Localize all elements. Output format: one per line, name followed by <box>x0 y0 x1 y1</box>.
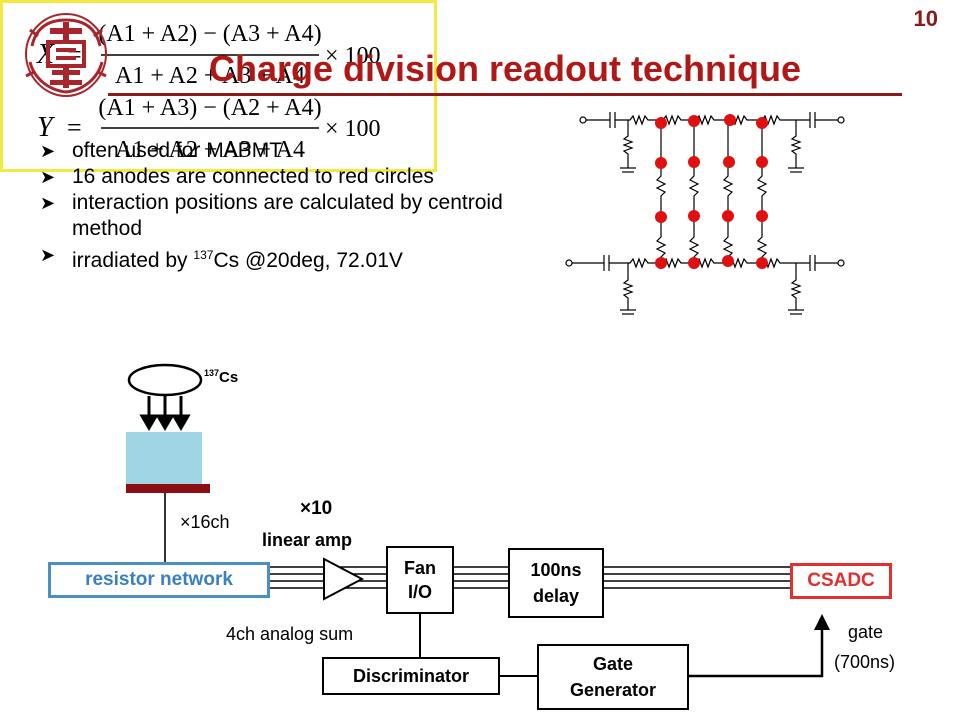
analog-sum-label: 4ch analog sum <box>226 624 354 644</box>
fan-io-label: I/O <box>407 582 432 602</box>
formula-x-denominator: A1 + A2 + A3 + A4 <box>115 63 305 89</box>
formula-x-equals: = <box>67 40 82 69</box>
formula-y-equals: = <box>67 113 82 142</box>
source-label: 137Cs <box>204 368 238 386</box>
formula-y-factor: × 100 <box>325 116 381 142</box>
anode-dot <box>655 257 667 269</box>
bullet-item: ➤ irradiated by 137Cs @20deg, 72.01V <box>40 242 560 274</box>
bullet-text: irradiated by <box>72 249 194 272</box>
formula-canvas: X = (A1 + A2) − (A3 + A4) A1 + A2 + A3 +… <box>36 21 381 163</box>
page-number: 10 <box>913 6 938 31</box>
bullet-item: ➤ often used for MAPMT <box>40 138 560 164</box>
fan-io-label: Fan <box>403 558 436 578</box>
anode-dot <box>688 257 700 269</box>
linear-amp-label: linear amp <box>262 530 353 550</box>
bullet-item: ➤ interaction positions are calculated b… <box>40 190 560 242</box>
slide-title: Charge division readout technique <box>208 48 802 89</box>
amplifier-triangle <box>323 557 365 601</box>
anode-dot <box>722 210 734 222</box>
gate-generator-label: Generator <box>569 680 657 700</box>
bullet-text: often used for MAPMT <box>72 139 283 162</box>
delay-box: 100ns delay <box>508 548 604 618</box>
isotope-name: Cs <box>219 369 239 386</box>
university-crest-logo <box>24 12 108 98</box>
gate-generator-box: Gate Generator <box>537 644 689 710</box>
isotope-mass-number: 137 <box>204 368 220 378</box>
bullet-arrow-icon: ➤ <box>40 245 56 265</box>
resistor-network-box: resistor network <box>48 562 270 598</box>
anode-dot <box>655 157 667 169</box>
anode-dot <box>688 156 700 168</box>
scintillator-crystal <box>126 432 202 486</box>
anode-dots <box>655 114 768 269</box>
formula-y-denominator: A1 + A2 + A3 + A4 <box>115 137 305 163</box>
bullet-arrow-icon: ➤ <box>40 193 56 213</box>
gate-generator-label: Gate <box>592 654 634 674</box>
anode-dot <box>756 257 768 269</box>
channel-count-label: ×16ch <box>180 512 230 532</box>
anode-dot <box>756 156 768 168</box>
isotope-mass-number: 137 <box>193 248 214 262</box>
bullet-arrow-icon: ➤ <box>40 167 56 187</box>
anode-dot <box>756 117 768 129</box>
fan-io-box: Fan I/O <box>386 546 454 614</box>
title-underline <box>108 93 902 96</box>
source-ellipse <box>127 363 203 397</box>
gain-label: ×10 <box>300 498 333 519</box>
radiation-arrows <box>139 396 191 431</box>
photomultiplier-base <box>126 484 210 493</box>
anode-dot <box>722 255 734 267</box>
gate-arrow-head <box>814 614 830 630</box>
formula-x-lhs: X <box>36 39 55 70</box>
anode-dot <box>688 210 700 222</box>
bullet-arrow-icon: ➤ <box>40 141 56 161</box>
anode-dot <box>724 114 736 126</box>
anode-dot <box>655 117 667 129</box>
formula-y-numerator: (A1 + A3) − (A2 + A4) <box>98 95 321 121</box>
delay-label: 100ns <box>530 560 582 580</box>
formula-x-numerator: (A1 + A2) − (A3 + A4) <box>98 21 321 47</box>
anode-dot <box>655 211 667 223</box>
bullet-text: 16 anodes are connected to red circles <box>72 165 434 188</box>
gate-label: gate <box>848 622 884 642</box>
bullet-text: Cs @20deg, 72.01V <box>213 249 403 272</box>
formula-y-lhs: Y <box>37 112 56 143</box>
resistor-network-schematic <box>565 112 845 315</box>
anode-dot <box>756 210 768 222</box>
anode-dot <box>723 156 735 168</box>
anode-dot <box>688 115 700 127</box>
csadc-box: CSADC <box>790 563 892 599</box>
bullet-list: ➤ often used for MAPMT ➤ 16 anodes are c… <box>40 138 560 274</box>
formula-x-factor: × 100 <box>325 43 381 69</box>
discriminator-box: Discriminator <box>322 657 500 695</box>
delay-label: delay <box>532 586 580 606</box>
bullet-item: ➤ 16 anodes are connected to red circles <box>40 164 560 190</box>
bullet-text: interaction positions are calculated by … <box>72 191 503 240</box>
gate-width-label: (700ns) <box>834 652 896 672</box>
